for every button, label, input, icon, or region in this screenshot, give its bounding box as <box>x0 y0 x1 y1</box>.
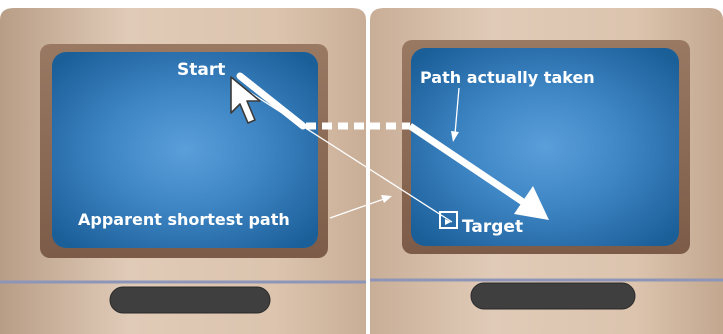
apparent-shortest-path-line <box>239 85 453 223</box>
right-monitor <box>370 8 723 334</box>
right-monitor-slot <box>470 282 636 310</box>
apparent-shortest-path-label: Apparent shortest path <box>78 210 290 229</box>
left-monitor <box>0 8 366 334</box>
target-label: Target <box>462 217 524 237</box>
path-taken-pointer <box>451 87 460 142</box>
right-monitor-screen <box>411 48 679 246</box>
mouse-pointer-icon <box>230 76 261 124</box>
apparent-path-pointer <box>329 195 392 219</box>
path-actually-taken-label: Path actually taken <box>420 68 595 87</box>
start-label: Start <box>177 60 226 80</box>
target-box-icon <box>439 211 458 229</box>
left-monitor-slot <box>109 286 271 314</box>
path-taken-arrow <box>236 72 549 220</box>
